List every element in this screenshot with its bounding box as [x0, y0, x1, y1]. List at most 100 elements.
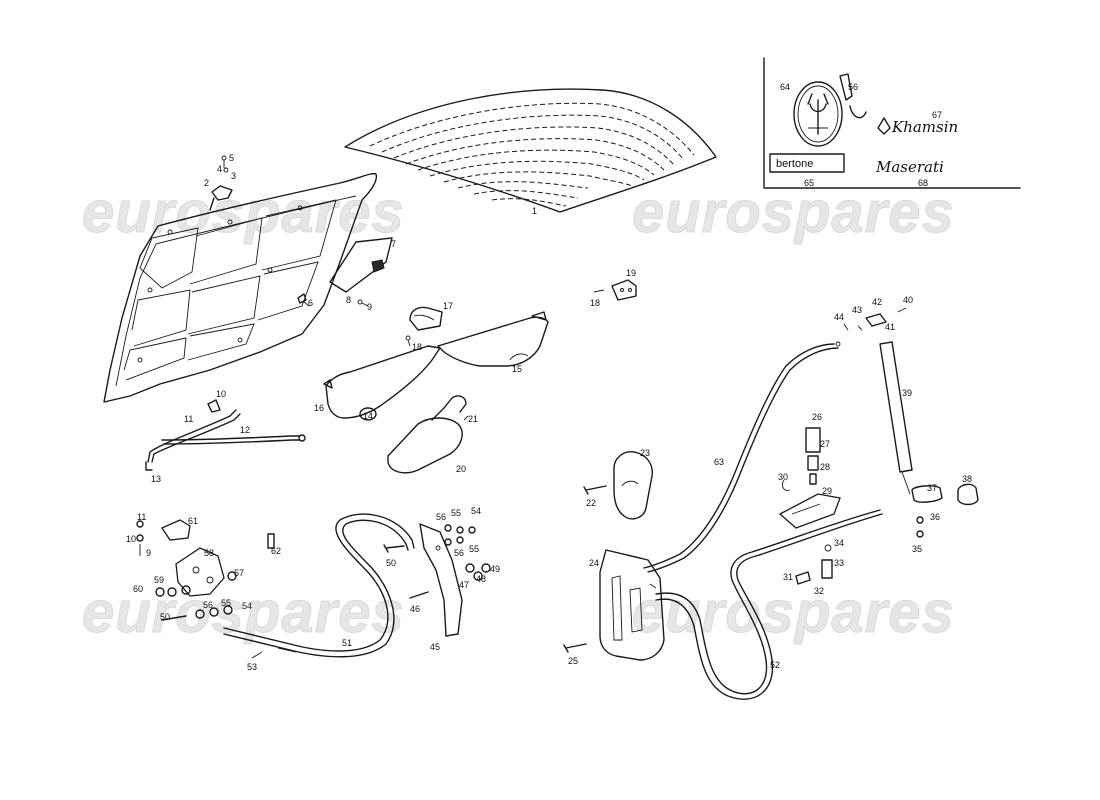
- pin-31-34: [795, 544, 833, 585]
- sun-visor-left: [323, 345, 441, 421]
- callout-44: 44: [834, 312, 844, 322]
- callout-43: 43: [852, 305, 862, 315]
- callout-55c: 55: [221, 598, 231, 608]
- trident-badge-56: [839, 73, 867, 119]
- callout-55b: 55: [469, 544, 479, 554]
- washers-54-57-lower: [155, 571, 237, 621]
- callout-5: 5: [229, 153, 234, 163]
- clip-10: [207, 399, 221, 413]
- callout-55a: 55: [451, 508, 461, 518]
- bracket-41-44: [843, 307, 907, 331]
- watermark-top-right: eurospares: [632, 180, 955, 245]
- bolt-22: [583, 485, 607, 495]
- callout-68: 68: [918, 178, 928, 188]
- watermark-group: eurospares eurospares eurospares eurospa…: [82, 180, 955, 646]
- washers-47-49: [444, 524, 491, 581]
- callout-8: 8: [346, 295, 351, 305]
- callout-41: 41: [885, 322, 895, 332]
- lever-45: [419, 523, 463, 637]
- callout-24: 24: [589, 558, 599, 568]
- callout-16: 16: [314, 403, 324, 413]
- callout-2: 2: [204, 178, 209, 188]
- callout-36: 36: [930, 512, 940, 522]
- callout-59: 59: [154, 575, 164, 585]
- callout-52: 52: [770, 660, 780, 670]
- callout-56c: 56: [848, 82, 858, 92]
- watermark-bottom-right: eurospares: [632, 580, 955, 645]
- release-cable-52: [655, 509, 883, 700]
- callout-10a: 10: [216, 389, 226, 399]
- callout-32: 32: [814, 586, 824, 596]
- screw-6: [297, 293, 310, 307]
- screw-18-left: [405, 335, 411, 347]
- callout-3: 3: [231, 171, 236, 181]
- maserati-badge-68: Maserati: [875, 158, 944, 176]
- callout-51: 51: [342, 638, 352, 648]
- callout-54a: 54: [471, 506, 481, 516]
- rear-view-mirror: [387, 395, 469, 474]
- callout-45: 45: [430, 642, 440, 652]
- trunk-lid-frame: [103, 172, 378, 403]
- bolt-62: [267, 533, 275, 549]
- callout-19: 19: [626, 268, 636, 278]
- badge-panel: bertone Khamsin Maserati: [763, 57, 1021, 189]
- sun-visor-right: [437, 311, 549, 367]
- khamsin-badge-text: Khamsin: [891, 118, 958, 136]
- callout-17: 17: [443, 301, 453, 311]
- screw-53: [251, 651, 263, 659]
- callout-38: 38: [962, 474, 972, 484]
- callout-42: 42: [872, 297, 882, 307]
- callout-26: 26: [812, 412, 822, 422]
- callout-57: 57: [234, 568, 244, 578]
- callout-50a: 50: [386, 558, 396, 568]
- hinge-fasteners: [209, 155, 233, 211]
- trim-panel-7: [329, 237, 393, 293]
- latch-58: [175, 547, 225, 597]
- support-rods: [145, 409, 306, 471]
- callout-12: 12: [240, 425, 250, 435]
- callout-15: 15: [512, 364, 522, 374]
- bracket-17: [409, 306, 443, 331]
- callout-34: 34: [834, 538, 844, 548]
- callout-35: 35: [912, 544, 922, 554]
- callout-13: 13: [151, 474, 161, 484]
- rear-window-glass: [344, 88, 717, 213]
- callout-65: 65: [804, 178, 814, 188]
- callout-53: 53: [247, 662, 257, 672]
- bertone-badge-65: bertone: [769, 153, 845, 173]
- bolt-46: [409, 591, 429, 599]
- khamsin-badge-67: Khamsin: [877, 117, 958, 136]
- screw-18-right: [593, 289, 605, 293]
- striker-assembly: [778, 427, 841, 529]
- callout-40: 40: [903, 295, 913, 305]
- bracket-19: [611, 279, 637, 301]
- watermark-bottom-left: eurospares: [82, 580, 405, 645]
- callout-56d: 56: [203, 600, 213, 610]
- screw-8-9: [357, 299, 369, 307]
- callout-62: 62: [271, 546, 281, 556]
- lock-housing-24: [599, 549, 665, 661]
- bolt-50-upper: [383, 544, 405, 553]
- bertone-badge-text: bertone: [776, 158, 813, 170]
- callout-67: 67: [932, 110, 942, 120]
- bolts-9-11-lower: [136, 520, 144, 556]
- callout-29: 29: [822, 486, 832, 496]
- callout-21: 21: [468, 414, 478, 424]
- callout-1: 1: [532, 206, 537, 216]
- callout-25: 25: [568, 656, 578, 666]
- maserati-trident-emblem-64: [793, 81, 843, 147]
- callout-11b: 11: [137, 512, 146, 522]
- callout-7: 7: [391, 239, 396, 249]
- callout-37: 37: [927, 483, 937, 493]
- callout-64: 64: [780, 82, 790, 92]
- callout-14: 14: [363, 411, 373, 421]
- callout-61: 61: [188, 516, 198, 526]
- callout-10b: 10: [126, 534, 136, 544]
- callout-39: 39: [902, 388, 912, 398]
- callout-27: 27: [820, 439, 830, 449]
- callout-18b: 18: [590, 298, 600, 308]
- callout-22: 22: [586, 498, 596, 508]
- callout-47: 47: [459, 580, 469, 590]
- maserati-badge-text: Maserati: [875, 158, 944, 176]
